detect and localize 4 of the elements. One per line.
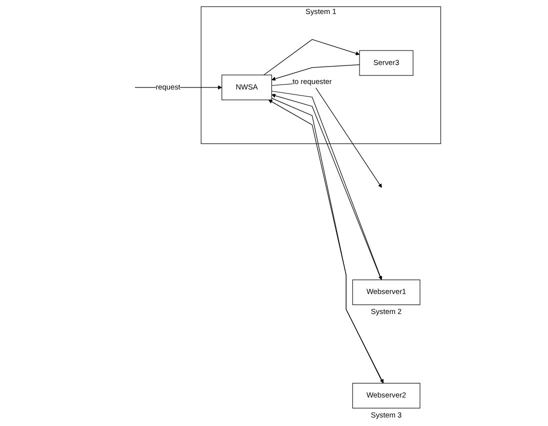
- system-caption: System 3: [370, 410, 402, 420]
- arrow: [263, 39, 360, 76]
- system-caption: System 2: [370, 307, 402, 316]
- arrow: [272, 64, 360, 81]
